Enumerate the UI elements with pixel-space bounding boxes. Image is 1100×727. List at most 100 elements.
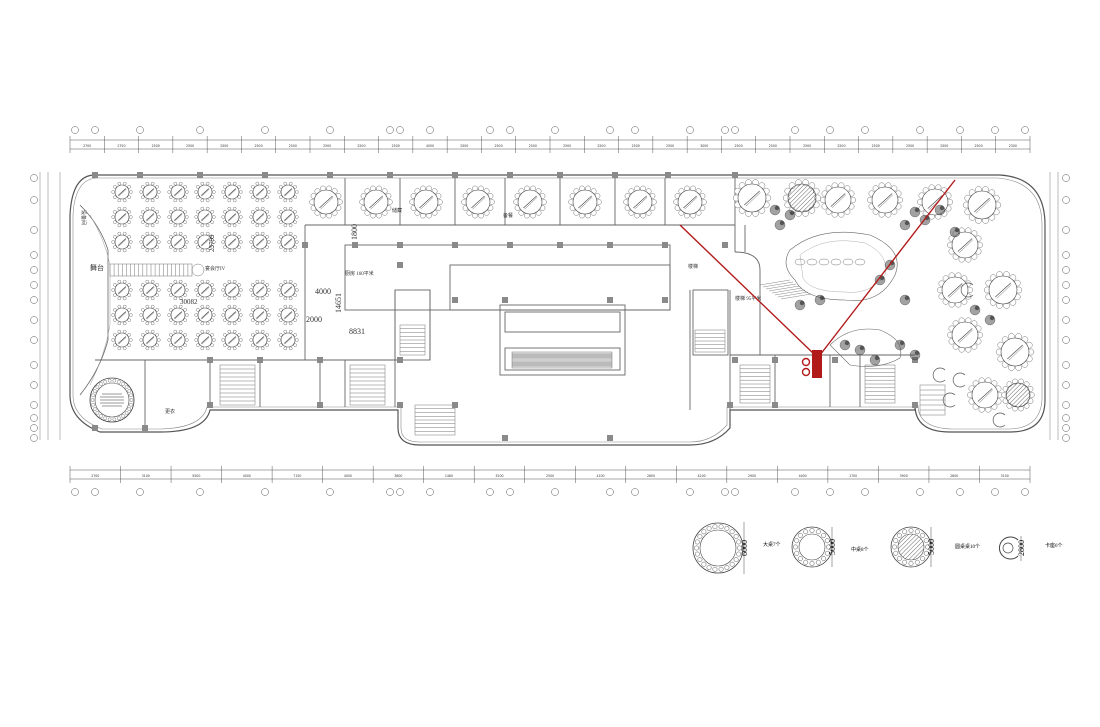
legend-item-large-table: 6000 大桌7个 — [692, 522, 781, 574]
stair-label: 楼梯 — [688, 263, 698, 270]
kitchen-label: 厨房 160平米 — [345, 270, 374, 277]
axis-bubble — [30, 174, 38, 182]
runway — [109, 263, 205, 277]
dim-top-label: 2500 — [906, 144, 914, 148]
column — [317, 402, 323, 408]
dim-bottom-label: 7150 — [293, 474, 301, 478]
column — [507, 242, 513, 248]
dim-top-label: 3000 — [700, 144, 708, 148]
round-table — [111, 231, 133, 253]
axis-bubble — [791, 488, 799, 496]
axis-bubble — [1062, 316, 1070, 324]
round-table — [167, 206, 189, 228]
axis-bubble — [1062, 296, 1070, 304]
round-table — [359, 185, 393, 219]
round-table — [194, 329, 216, 351]
round-table — [221, 181, 243, 203]
axis-bubble — [1062, 196, 1070, 204]
axis-bubble — [1062, 434, 1070, 442]
axis-bubble — [721, 488, 729, 496]
prep-label: 备餐 — [503, 212, 513, 219]
column — [662, 242, 668, 248]
round-table — [139, 206, 161, 228]
dim-top-label: 2500 — [769, 144, 777, 148]
axis-bubble — [1021, 488, 1029, 496]
dim-top-label: 2700 — [83, 144, 91, 148]
stair — [694, 329, 726, 353]
column — [397, 357, 403, 363]
column — [607, 242, 613, 248]
axis-bubble — [1062, 424, 1070, 432]
column — [197, 172, 203, 178]
axis-bubble — [426, 126, 434, 134]
round-table — [111, 329, 133, 351]
axis-bubble — [861, 126, 869, 134]
dim-23799: 23799 — [208, 234, 216, 252]
column — [612, 172, 618, 178]
garden-tables — [732, 179, 1035, 428]
round-table — [111, 304, 133, 326]
round-table — [221, 329, 243, 351]
axis-bubble — [731, 488, 739, 496]
axis-bubble — [30, 361, 38, 369]
dim-top-label: 2500 — [632, 144, 640, 148]
column — [397, 262, 403, 268]
column — [732, 357, 738, 363]
dim-top-label: 2500 — [837, 144, 845, 148]
booth-seat — [960, 282, 974, 298]
dim-bottom-label: 1700 — [849, 474, 857, 478]
axis-bubble — [30, 251, 38, 259]
column — [452, 242, 458, 248]
dim-8831: 8831 — [349, 327, 365, 336]
booth-seat — [932, 367, 946, 383]
axis-bubble — [1062, 266, 1070, 274]
round-table — [917, 184, 953, 220]
round-table — [111, 181, 133, 203]
building-inner-outline — [72, 177, 1043, 443]
dim-bottom-label: 3200 — [495, 474, 503, 478]
round-table — [139, 304, 161, 326]
axis-bubble — [991, 126, 999, 134]
round-table — [820, 182, 856, 218]
column — [607, 297, 613, 303]
axis-bubble — [386, 126, 394, 134]
legend-label-medium: 中桌8个 — [851, 546, 869, 553]
axis-markers-left — [30, 172, 61, 442]
column — [732, 172, 738, 178]
axis-bubble — [30, 266, 38, 274]
axis-bubble — [1062, 414, 1070, 422]
column — [557, 242, 563, 248]
stage-label: 舞台 — [90, 263, 104, 272]
equipment-label: 设备间 — [80, 210, 87, 225]
dim-top-label: 2500 — [940, 144, 948, 148]
round-table — [962, 186, 1002, 224]
dim-bottom-label: 3900 — [900, 474, 908, 478]
column — [317, 357, 323, 363]
stairwells — [219, 324, 946, 436]
stair — [864, 364, 896, 404]
dim-1800: 1800 — [350, 224, 359, 240]
column — [257, 357, 263, 363]
axis-bubble — [71, 488, 79, 496]
dim-bottom-label: 1460 — [445, 474, 453, 478]
round-table — [947, 317, 983, 353]
round-table — [673, 185, 707, 219]
round-table — [194, 304, 216, 326]
column — [832, 357, 838, 363]
round-table — [167, 181, 189, 203]
dim-bottom-label: 3100 — [1001, 474, 1009, 478]
dim-bottom-label: 4200 — [698, 474, 706, 478]
round-table — [167, 329, 189, 351]
dim-top-label: 2500 — [186, 144, 194, 148]
axis-bubble — [30, 316, 38, 324]
stair — [349, 364, 386, 406]
axis-bubble — [30, 424, 38, 432]
axis-bubble — [631, 126, 639, 134]
round-table — [309, 185, 343, 219]
axis-bubble — [30, 336, 38, 344]
round-table — [623, 185, 657, 219]
column — [262, 172, 268, 178]
axis-bubble — [916, 126, 924, 134]
dim-top-label: 2500 — [460, 144, 468, 148]
